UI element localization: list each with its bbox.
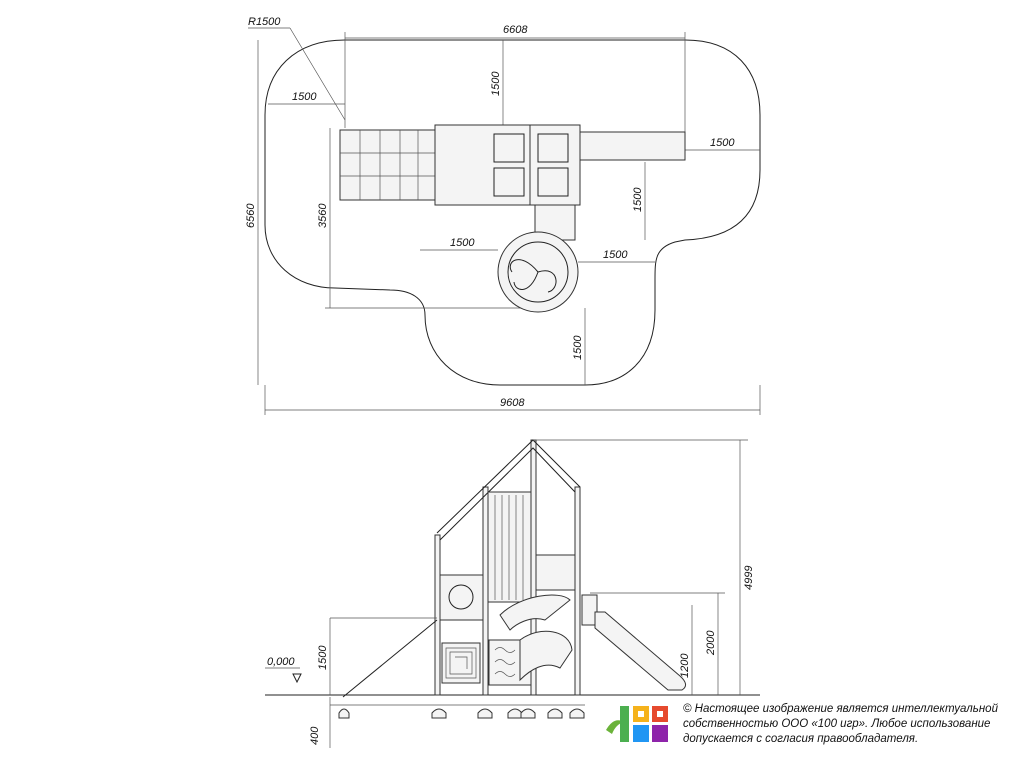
porthole-panel bbox=[439, 574, 484, 621]
dim-offset-bottom: 1500 bbox=[572, 335, 584, 360]
straight-slide-elevation bbox=[594, 611, 686, 691]
dim-overall-width: 6608 bbox=[503, 24, 528, 36]
dim-net-height: 1500 bbox=[317, 645, 329, 670]
deck-left-plan bbox=[434, 124, 531, 206]
company-logo bbox=[602, 704, 672, 744]
dim-offset-right-lower: 1500 bbox=[632, 187, 644, 212]
spiral-slide-elevation bbox=[499, 594, 571, 631]
elevation-view: 4999 2000 1200 1500 0,000 400 bbox=[265, 439, 760, 748]
dim-offset-right: 1500 bbox=[710, 137, 735, 149]
dim-overall-length: 9608 bbox=[500, 397, 525, 409]
dim-offset-left: 1500 bbox=[292, 91, 317, 103]
climbing-net-plan bbox=[339, 129, 436, 201]
copyright-notice: © Настоящее изображение является интелле… bbox=[683, 703, 998, 745]
dim-ground-level: 0,000 bbox=[267, 656, 295, 668]
dim-total-height: 4999 bbox=[743, 566, 755, 590]
straight-slide-plan bbox=[579, 131, 686, 161]
safety-zone-outline bbox=[264, 39, 761, 386]
dim-platform-lower: 1200 bbox=[679, 653, 691, 678]
dim-structure-depth: 3560 bbox=[317, 203, 329, 228]
dim-platform-upper: 2000 bbox=[705, 630, 717, 656]
dim-foundation-depth: 400 bbox=[309, 726, 321, 745]
climbing-net-elevation bbox=[342, 619, 438, 698]
roof-panel bbox=[487, 491, 532, 603]
dim-offset-top: 1500 bbox=[490, 71, 502, 96]
dim-radius: R1500 bbox=[248, 16, 281, 28]
maze-panel bbox=[441, 642, 481, 684]
dim-overall-depth: 6560 bbox=[245, 203, 257, 228]
dim-offset-spiral-right: 1500 bbox=[603, 249, 628, 261]
dim-offset-spiral-left: 1500 bbox=[450, 237, 475, 249]
plan-view: 6608 9608 6560 3560 1500 1500 1500 1500 … bbox=[245, 16, 761, 415]
